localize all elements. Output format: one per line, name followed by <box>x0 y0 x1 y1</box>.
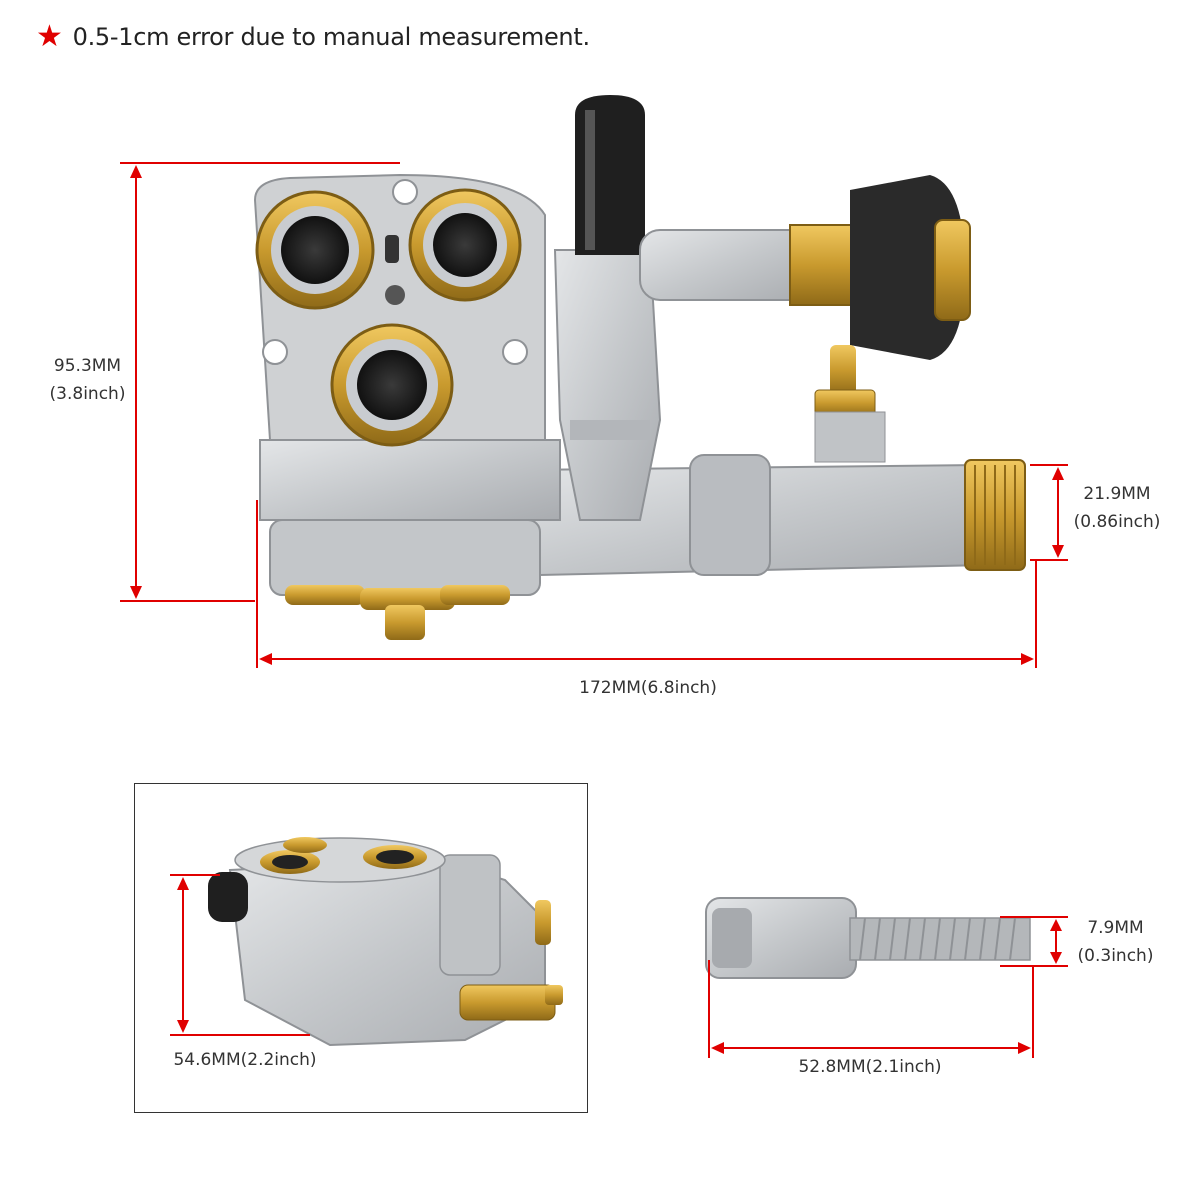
mounting-height-dimension <box>170 874 310 1036</box>
inlet-port-bottom <box>330 323 454 447</box>
barbed-fitting <box>814 345 886 463</box>
bolt-diameter-label: 7.9MM (0.3inch) <box>1077 918 1154 966</box>
length-dimension <box>256 500 1037 668</box>
length-label: 172MM(6.8inch) <box>579 678 717 698</box>
outlet-diameter-label: 21.9MM (0.86inch) <box>1073 484 1161 532</box>
side-view-illustration <box>208 837 563 1047</box>
side-view-frame <box>134 783 588 1113</box>
inlet-port-top-right <box>408 188 522 302</box>
inlet-port-top-left <box>255 190 375 310</box>
hose-connector <box>850 175 971 360</box>
threaded-outlet <box>964 459 1026 571</box>
bolt-diameter-dimension <box>1000 916 1068 967</box>
measurement-note: ★ 0.5-1cm error due to manual measuremen… <box>36 22 590 52</box>
note-text: 0.5-1cm error due to manual measurement. <box>72 23 590 51</box>
height-label: 95.3MM (3.8inch) <box>49 356 126 404</box>
outlet-diameter-dimension <box>1030 464 1068 561</box>
pump-manifold <box>253 95 1026 640</box>
rubber-cap <box>575 95 645 255</box>
height-dimension <box>120 162 400 602</box>
mounting-height-label: 54.6MM(2.2inch) <box>173 1050 317 1070</box>
bolt-illustration <box>705 897 1031 979</box>
bolt-length-label: 52.8MM(2.1inch) <box>798 1057 942 1077</box>
bolt-length-dimension <box>708 960 1034 1058</box>
star-icon: ★ <box>36 19 63 54</box>
